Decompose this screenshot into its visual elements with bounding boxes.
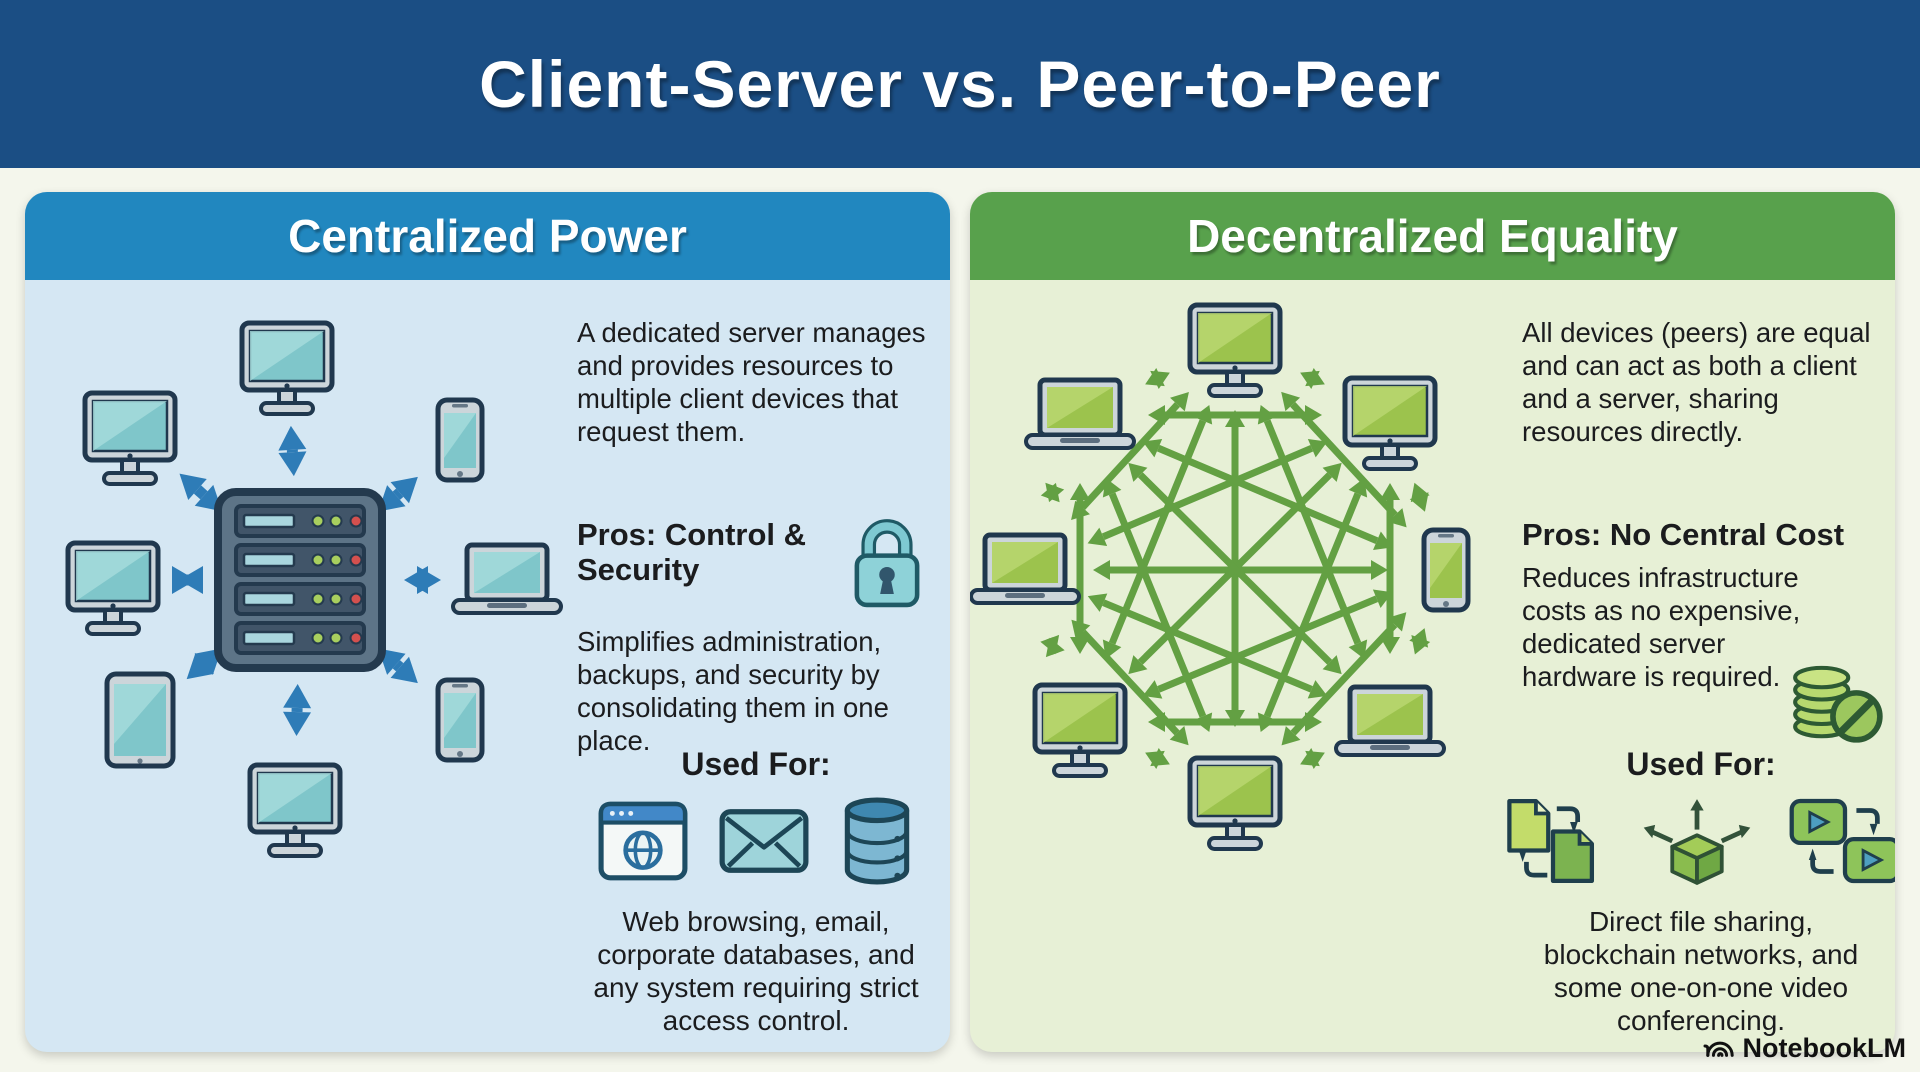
video-sharing-icon [1786,793,1895,894]
left-used-for-heading: Used For: [681,746,831,782]
left-pros-heading: Pros: Control & Security [577,517,807,587]
right-pros-body: Reduces infrastructure costs as no expen… [1522,561,1883,743]
email-icon [719,808,809,879]
left-intro-text: A dedicated server manages and provides … [577,317,926,447]
right-intro-text: All devices (peers) are equal and can ac… [1522,317,1871,447]
device-tablet-icon [104,671,176,769]
notebooklm-watermark: NotebookLM [1703,1030,1906,1067]
right-used-for-caption: Direct file sharing, blockchain networks… [1543,906,1859,1037]
right-used-for-heading: Used For: [1626,746,1776,782]
right-panel-title: Decentralized Equality [1187,210,1678,262]
device-monitor-icon [1032,682,1128,778]
no-cost-coins-icon [1788,653,1886,752]
device-monitor-icon [65,540,161,636]
client-server-panel: Centralized Power [25,192,950,1052]
device-monitor-icon [1342,375,1438,471]
right-pros-section: Pros: No Central Cost Reduces infrastruc… [1522,517,1883,743]
page-title: Client-Server vs. Peer-to-Peer [479,47,1441,121]
notebooklm-logo-icon [1703,1030,1737,1067]
right-pros-heading: Pros: No Central Cost [1522,517,1845,552]
server-rack-icon [214,488,386,672]
left-panel-title: Centralized Power [288,210,687,262]
device-monitor-icon [82,390,178,486]
device-laptop-icon [1024,377,1136,450]
peer-to-peer-diagram [970,302,1471,851]
database-icon [839,796,915,891]
left-pros-body: Simplifies administration, backups, and … [577,626,889,756]
client-server-diagram [65,320,563,858]
right-used-for-section: Used For: [1507,746,1895,1037]
file-sharing-icon [1498,793,1608,894]
title-banner: Client-Server vs. Peer-to-Peer [0,0,1920,168]
left-pros-section: Pros: Control & Security Simplifies admi… [577,517,935,757]
device-laptop-icon [970,532,1081,605]
peer-to-peer-panel: Decentralized Equality All devices (peer… [970,192,1895,1052]
device-monitor-icon [1187,302,1283,398]
device-phone-icon [1421,527,1471,613]
right-panel-header: Decentralized Equality [970,192,1895,280]
left-panel-header: Centralized Power [25,192,950,280]
web-browser-icon [597,800,689,887]
device-phone-icon [435,677,485,763]
device-laptop-icon [1334,684,1446,757]
left-used-for-caption: Web browsing, email, corporate databases… [593,906,919,1037]
blockchain-icon [1638,793,1756,894]
left-used-for-section: Used For: [577,746,935,1037]
padlock-icon [845,512,929,617]
notebooklm-label: NotebookLM [1742,1033,1906,1063]
device-monitor-icon [247,762,343,858]
device-phone-icon [435,397,485,483]
device-monitor-icon [1187,755,1283,851]
device-monitor-icon [239,320,335,416]
device-laptop-icon [451,542,563,615]
